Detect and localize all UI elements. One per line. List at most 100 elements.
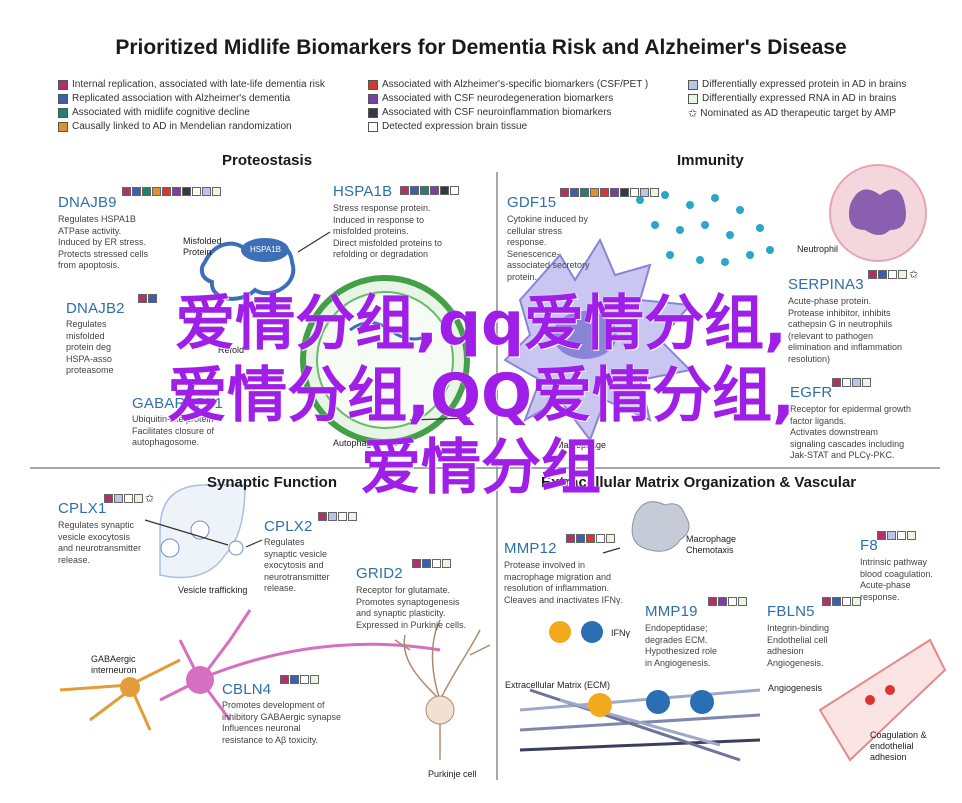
gene-egfr-desc: Receptor for epidermal growth factor lig…: [790, 404, 912, 460]
gene-mmp19: MMP19: [645, 603, 698, 620]
gene-gabarapl1-desc: Ubiquitin-like protein Facilitates closu…: [132, 414, 215, 447]
legend-label: Internal replication, associated with la…: [72, 79, 325, 90]
gene-serpina3: SERPINA3: [788, 276, 864, 293]
gene-fbln5: FBLN5: [767, 603, 815, 620]
evidence-chip: [596, 534, 605, 543]
section-heading-ecm: Extracellular Matrix Organization & Vasc…: [541, 474, 857, 491]
evidence-chip: [590, 188, 599, 197]
label-macrophage: Macrophage: [556, 440, 607, 450]
evidence-chip: [580, 188, 589, 197]
evidence-chip: [586, 534, 595, 543]
gene-cbln4-desc: Promotes development of inhibitory GABAe…: [222, 700, 342, 745]
evidence-chip: [280, 675, 289, 684]
label-ifng: IFNγ: [611, 628, 630, 638]
neutrophil-icon: [829, 164, 927, 262]
legend-swatch: [58, 121, 68, 132]
vesicle-trafficking-icon: [159, 484, 246, 579]
blood-vessel-icon: [818, 638, 947, 762]
label-autophagosome: Autophagosome: [333, 438, 399, 448]
legend-item-11: ✩Nominated as AD therapeutic target by A…: [688, 107, 896, 120]
evidence-chip: [138, 294, 147, 303]
gene-hspa1b-desc: Stress response protein. Induced in resp…: [333, 203, 443, 259]
evidence-chip: [114, 494, 123, 503]
diagram-title: Prioritized Midlife Biomarkers for Demen…: [115, 36, 847, 59]
evidence-chip: [832, 597, 841, 606]
watermark-line-3: 爱情分组: [361, 433, 601, 503]
watermark-line-1: 爱情分组,qq爱情分组,: [175, 289, 787, 359]
chips-cplx2: [318, 512, 358, 521]
evidence-chip: [566, 534, 575, 543]
legend-swatch: [58, 93, 68, 104]
section-heading-proteostasis: Proteostasis: [222, 152, 313, 169]
label-neutrophil: Neutrophil: [797, 244, 839, 254]
evidence-chip: [338, 512, 347, 521]
evidence-chip: [450, 186, 459, 195]
legend-label: Causally linked to AD in Mendelian rando…: [72, 121, 292, 132]
chips-cplx1: ✩: [104, 493, 154, 504]
legend-label: Associated with midlife cognitive declin…: [72, 107, 250, 118]
label-angiogenesis: Angiogenesis: [768, 683, 823, 693]
gene-mmp12: MMP12: [504, 540, 557, 557]
gene-dnajb9: DNAJB9: [58, 194, 117, 211]
label-coagulation: Coagulation & endothelial adhesion: [870, 730, 927, 762]
evidence-chip: [560, 188, 569, 197]
evidence-chip: [868, 270, 877, 279]
gene-egfr: EGFR: [790, 384, 833, 401]
evidence-chip: [887, 531, 896, 540]
gene-dnajb9-desc: Regulates HSPA1B ATPase activity. Induce…: [58, 214, 149, 270]
evidence-chip: [576, 534, 585, 543]
evidence-chip: [620, 188, 629, 197]
cytokine-dots: [636, 191, 774, 266]
evidence-chip: [400, 186, 409, 195]
gene-gdf15: GDF15: [507, 194, 557, 211]
evidence-chip: [348, 512, 357, 521]
legend-swatch: [368, 79, 378, 90]
chips-dnajb9: [122, 187, 222, 196]
evidence-chip: [162, 187, 171, 196]
legend-label: Nominated as AD therapeutic target by AM…: [700, 108, 896, 119]
legend-item-3: Associated with midlife cognitive declin…: [58, 107, 250, 118]
gene-dnajb2-desc: Regulates misfolded protein deg HSPA-ass…: [66, 319, 114, 375]
evidence-chip: [898, 270, 907, 279]
watermark-line-2: 爱情分组,QQ爱情分组,: [167, 361, 795, 431]
purkinje-cell-icon: [394, 619, 491, 760]
gene-grid2: GRID2: [356, 565, 403, 582]
evidence-chip: [897, 531, 906, 540]
evidence-chip: [600, 188, 609, 197]
evidence-chip: [142, 187, 151, 196]
evidence-chip: [718, 597, 727, 606]
section-heading-synaptic: Synaptic Function: [207, 474, 338, 491]
legend-item-7: Associated with CSF neuroinflammation bi…: [368, 107, 612, 118]
evidence-chip: [728, 597, 737, 606]
evidence-chip: [852, 597, 861, 606]
legend-swatch: [58, 79, 68, 90]
evidence-chip: [132, 187, 141, 196]
legend-item-1: Internal replication, associated with la…: [58, 79, 325, 90]
evidence-chip: [122, 187, 131, 196]
legend-swatch: [368, 93, 378, 104]
legend-label: Associated with CSF neuroinflammation bi…: [382, 107, 612, 118]
gene-gdf15-desc: Cytokine induced by cellular stress resp…: [507, 214, 590, 282]
gene-mmp12-desc: Protease involved in macrophage migratio…: [504, 560, 624, 605]
evidence-chip: [440, 186, 449, 195]
misfolded-protein-icon: [199, 238, 296, 301]
legend-swatch: [688, 79, 698, 90]
chips-gdf15: [560, 188, 660, 197]
gene-serpina3-desc: Acute-phase protein. Protease inhibitor,…: [788, 296, 903, 364]
legend-swatch: [58, 107, 68, 118]
evidence-chip: [822, 597, 831, 606]
gene-fbln5-desc: Integrin-binding Endothelial cell adhesi…: [767, 623, 830, 668]
chips-dnajb2: [138, 294, 158, 303]
label-refold: Refold: [218, 345, 245, 355]
legend-item-2: Replicated association with Alzheimer's …: [58, 93, 290, 104]
gene-f8-desc: Intrinsic pathway blood coagulation. Acu…: [860, 557, 934, 602]
evidence-chip: [650, 188, 659, 197]
evidence-chip: [907, 531, 916, 540]
evidence-chip: [432, 559, 441, 568]
evidence-chip: [300, 675, 309, 684]
evidence-chip: [888, 270, 897, 279]
legend-item-5: Associated with Alzheimer's-specific bio…: [368, 79, 648, 90]
evidence-chip: [852, 378, 861, 387]
legend-label: Detected expression brain tissue: [382, 121, 528, 132]
legend-label: Differentially expressed protein in AD i…: [702, 79, 907, 90]
